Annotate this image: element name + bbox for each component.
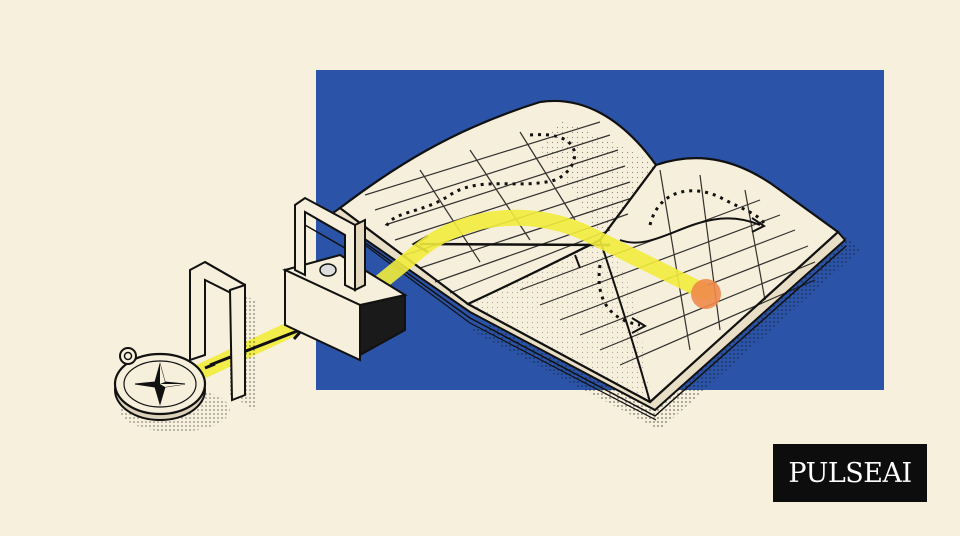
brand-logo-text: PULSEAI: [788, 457, 912, 489]
dotted-route-left: [383, 133, 576, 231]
dotted-route-right: [648, 189, 767, 226]
box-icon: [282, 196, 408, 362]
target-dot-icon: [691, 279, 721, 309]
gate-icon: [189, 260, 255, 410]
brand-logo: PULSEAI: [773, 444, 927, 502]
open-book-icon: [328, 99, 847, 421]
compass-icon: [113, 347, 207, 421]
